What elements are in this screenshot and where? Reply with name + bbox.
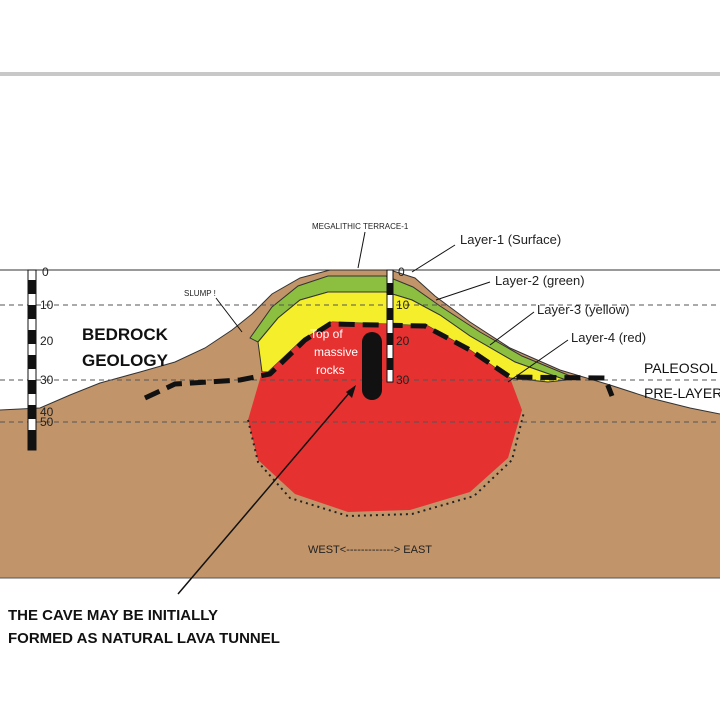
center-scale-20: 20 (396, 334, 410, 348)
bedrock-surface-line (0, 269, 720, 415)
left-scale-20: 20 (40, 334, 54, 348)
megalithic-terrace-label: MEGALITHIC TERRACE-1 (312, 222, 409, 231)
center-depth-scale (386, 269, 394, 383)
left-scale-30: 30 (40, 373, 54, 387)
layer4-leader (507, 339, 569, 383)
paleosol-label-line2: PRE-LAYER (644, 385, 720, 401)
layer2-leader (435, 281, 491, 301)
red-mass-dotted-outline (247, 411, 525, 518)
paleosol-label-line1: PALEOSOL (644, 360, 718, 376)
left-scale-10: 10 (40, 298, 54, 312)
layer1-leader (411, 244, 456, 273)
bedrock-label-line1: BEDROCK (82, 325, 169, 344)
layer-4-red (248, 322, 522, 512)
center-scale-0: 0 (398, 265, 405, 279)
left-scale-50: 50 (40, 415, 54, 429)
orientation-label: WEST<-------------> EAST (308, 544, 432, 556)
lava-tunnel-cave (362, 332, 382, 400)
terrace-leader (357, 231, 366, 269)
cave-arrow (177, 385, 356, 595)
layer4-label: Layer-4 (red) (571, 330, 646, 345)
center-scale-10: 10 (396, 298, 410, 312)
left-depth-scale (27, 269, 37, 451)
paleosol-dashed-line (143, 321, 615, 401)
header-rule (0, 72, 720, 76)
left-scale-40: 40 (40, 405, 54, 419)
left-scale-0: 0 (42, 265, 49, 279)
massive-rocks-label-line2: massive (314, 345, 358, 359)
layer3-label: Layer-3 (yellow) (537, 302, 629, 317)
layer3-leader (489, 311, 535, 346)
caption-line2: FORMED AS NATURAL LAVA TUNNEL (8, 630, 280, 647)
bedrock-label-line2: GEOLOGY (82, 351, 169, 370)
layer1-label: Layer-1 (Surface) (460, 232, 561, 247)
center-scale-30: 30 (396, 373, 410, 387)
caption-line1: THE CAVE MAY BE INITIALLY (8, 607, 218, 624)
slump-label: SLUMP ! (184, 289, 216, 298)
layer2-label: Layer-2 (green) (495, 273, 585, 288)
slump-leader (215, 297, 243, 333)
massive-rocks-label-line1: Top of (310, 327, 343, 341)
massive-rocks-label-line3: rocks (316, 363, 345, 377)
